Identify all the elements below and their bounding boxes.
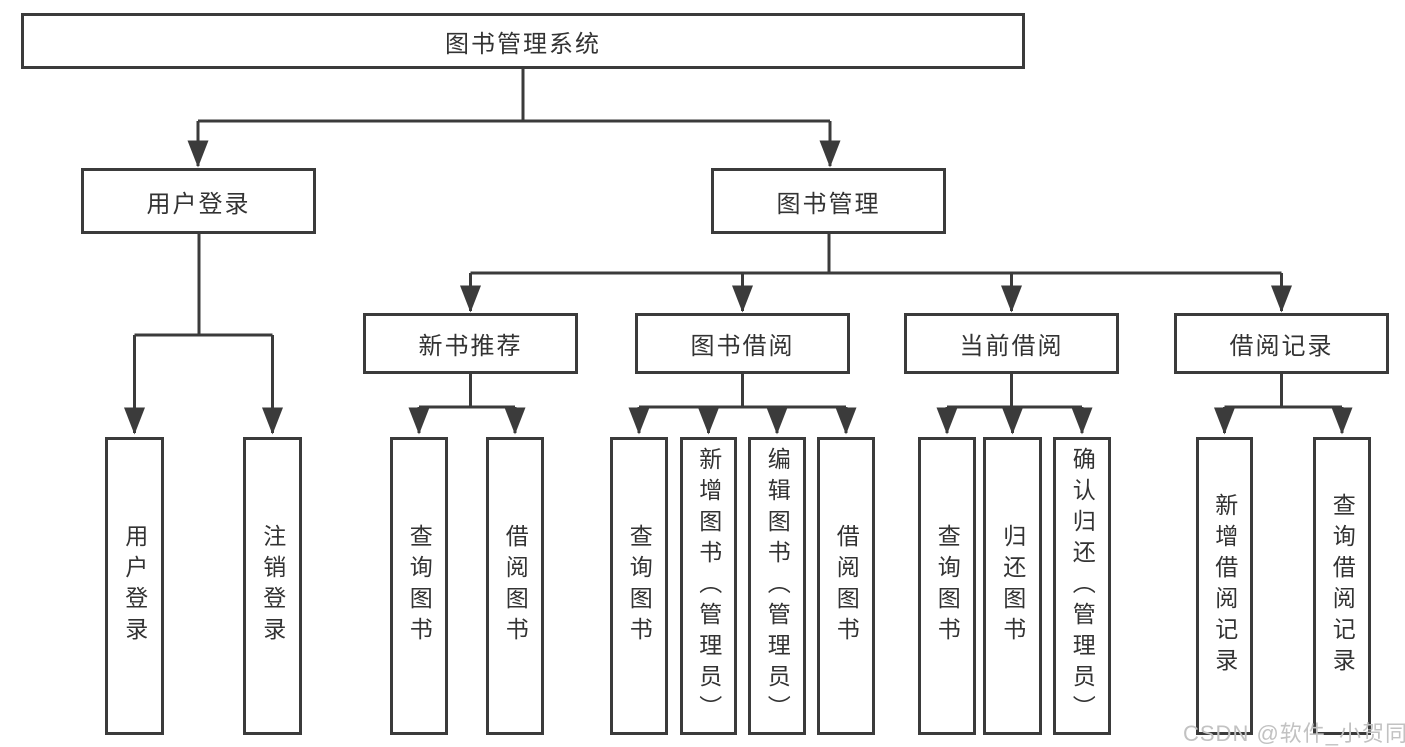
node-label: 确认归还（管理员） (1069, 446, 1096, 726)
leaf-logout: 注销登录 (243, 437, 302, 735)
node-label: 编辑图书（管理员） (764, 446, 791, 726)
watermark-text: CSDN @软件_小贺同学 (1183, 721, 1405, 746)
node-label: 用户登录 (146, 190, 251, 218)
leaf-query-books-recommend: 查询图书 (390, 437, 448, 735)
leaf-query-books-borrow: 查询图书 (610, 437, 668, 735)
node-label: 借阅图书 (833, 524, 860, 648)
node-label: 归还图书 (999, 524, 1026, 648)
node-label: 借阅记录 (1229, 333, 1334, 360)
node-label: 图书管理 (776, 190, 881, 218)
node-label: 借阅图书 (502, 524, 529, 648)
node-new-book-recommend: 新书推荐 (363, 313, 578, 374)
node-borrow-records: 借阅记录 (1174, 313, 1389, 374)
node-user-login: 用户登录 (81, 168, 316, 234)
leaf-edit-books-admin: 编辑图书（管理员） (748, 437, 806, 735)
node-label: 用户登录 (121, 524, 148, 648)
leaf-borrow-books: 借阅图书 (817, 437, 875, 735)
leaf-add-books-admin: 新增图书（管理员） (680, 437, 737, 735)
leaf-add-borrow-record: 新增借阅记录 (1196, 437, 1253, 735)
node-label: 当前借阅 (959, 333, 1064, 360)
node-label: 注销登录 (259, 524, 286, 648)
node-label: 图书借阅 (690, 333, 795, 360)
leaf-borrow-books-recommend: 借阅图书 (486, 437, 544, 735)
node-label: 查询图书 (934, 524, 961, 648)
leaf-query-books-current: 查询图书 (918, 437, 976, 735)
node-label: 新增借阅记录 (1211, 493, 1238, 679)
node-label: 查询借阅记录 (1329, 493, 1356, 679)
node-label: 查询图书 (406, 524, 433, 648)
leaf-user-login: 用户登录 (105, 437, 164, 735)
node-book-borrow: 图书借阅 (635, 313, 850, 374)
leaf-query-borrow-record: 查询借阅记录 (1313, 437, 1371, 735)
node-current-borrow: 当前借阅 (904, 313, 1119, 374)
node-label: 新书推荐 (418, 333, 523, 360)
node-label: 图书管理系统 (445, 30, 601, 58)
leaf-confirm-return-admin: 确认归还（管理员） (1053, 437, 1111, 735)
node-book-management: 图书管理 (711, 168, 946, 234)
node-label: 新增图书（管理员） (695, 446, 722, 726)
leaf-return-books: 归还图书 (983, 437, 1042, 735)
node-library-management-system: 图书管理系统 (21, 13, 1025, 69)
node-label: 查询图书 (626, 524, 653, 648)
